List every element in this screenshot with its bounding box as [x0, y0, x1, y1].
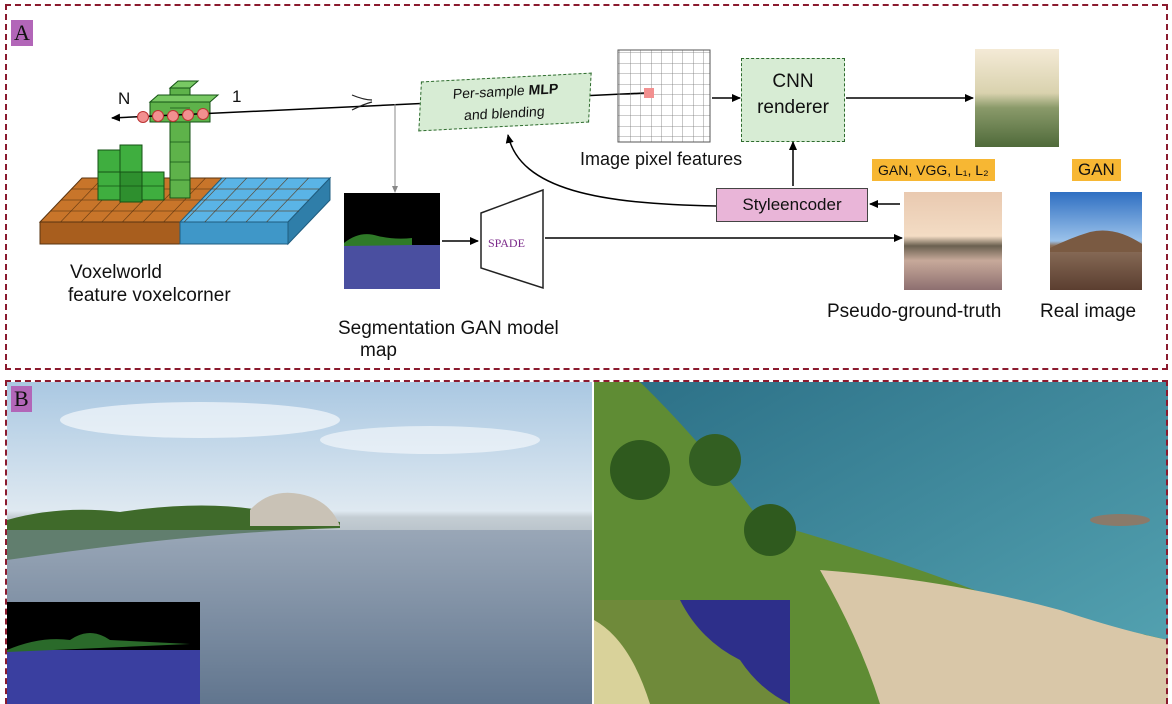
voxel-label-line1: Voxelworld [70, 262, 162, 283]
voxel-grid-line [245, 177, 289, 223]
segmentation-label-line2: map [360, 340, 397, 361]
image-pixel-features-label: Image pixel features [580, 149, 743, 169]
panel-b: B [5, 380, 1168, 704]
pseudo-gt-image [904, 192, 1002, 290]
voxel-grid-line [225, 177, 268, 223]
pseudo-gt-label: Pseudo-ground-truth [827, 301, 1002, 322]
voxel-grid-line [183, 177, 227, 223]
spade-block [480, 188, 544, 290]
style-to-mlp-arrow [505, 134, 717, 207]
cnn-line2: renderer [757, 97, 829, 118]
panel-b-right-scene [594, 382, 1168, 704]
mlp-box: Per-sample MLP and blending [418, 72, 592, 132]
cnn-renderer-box: CNN renderer [741, 58, 845, 142]
voxel-grid-line [60, 177, 103, 223]
voxel-n-label: N [118, 89, 131, 108]
segmentation-label-line1: Segmentation GAN model [338, 318, 559, 339]
voxel-grid-line [266, 177, 309, 223]
segmentation-map [344, 193, 440, 289]
voxel-1-label: 1 [232, 87, 242, 106]
mlp-line1-bold: MLP [528, 80, 559, 98]
panel-a-tag: A [11, 20, 33, 46]
loss-label: GAN, VGG, L₁, L₂ [872, 159, 995, 181]
pixel-grid [617, 49, 711, 143]
ray-samples [137, 108, 209, 123]
panel-a: A [5, 4, 1168, 370]
voxel-world [38, 80, 332, 246]
voxel-grid-line [204, 177, 248, 223]
cnn-line1: CNN [772, 71, 814, 92]
gan-label: GAN [1072, 159, 1121, 181]
rendered-image [975, 49, 1059, 147]
pixel-highlight [644, 88, 654, 98]
voxel-label-line2: feature voxelcorner [68, 285, 231, 306]
spade-label: SPADE [488, 236, 525, 250]
panel-b-left-scene [7, 382, 592, 704]
panel-b-tag: B [11, 386, 32, 412]
real-image-label: Real image [1040, 301, 1137, 322]
style-encoder-box: Styleencoder [716, 188, 868, 222]
mlp-line1-prefix: Per-sample [452, 81, 530, 102]
camera-cone [351, 94, 373, 111]
voxel-grid-line [163, 177, 206, 223]
